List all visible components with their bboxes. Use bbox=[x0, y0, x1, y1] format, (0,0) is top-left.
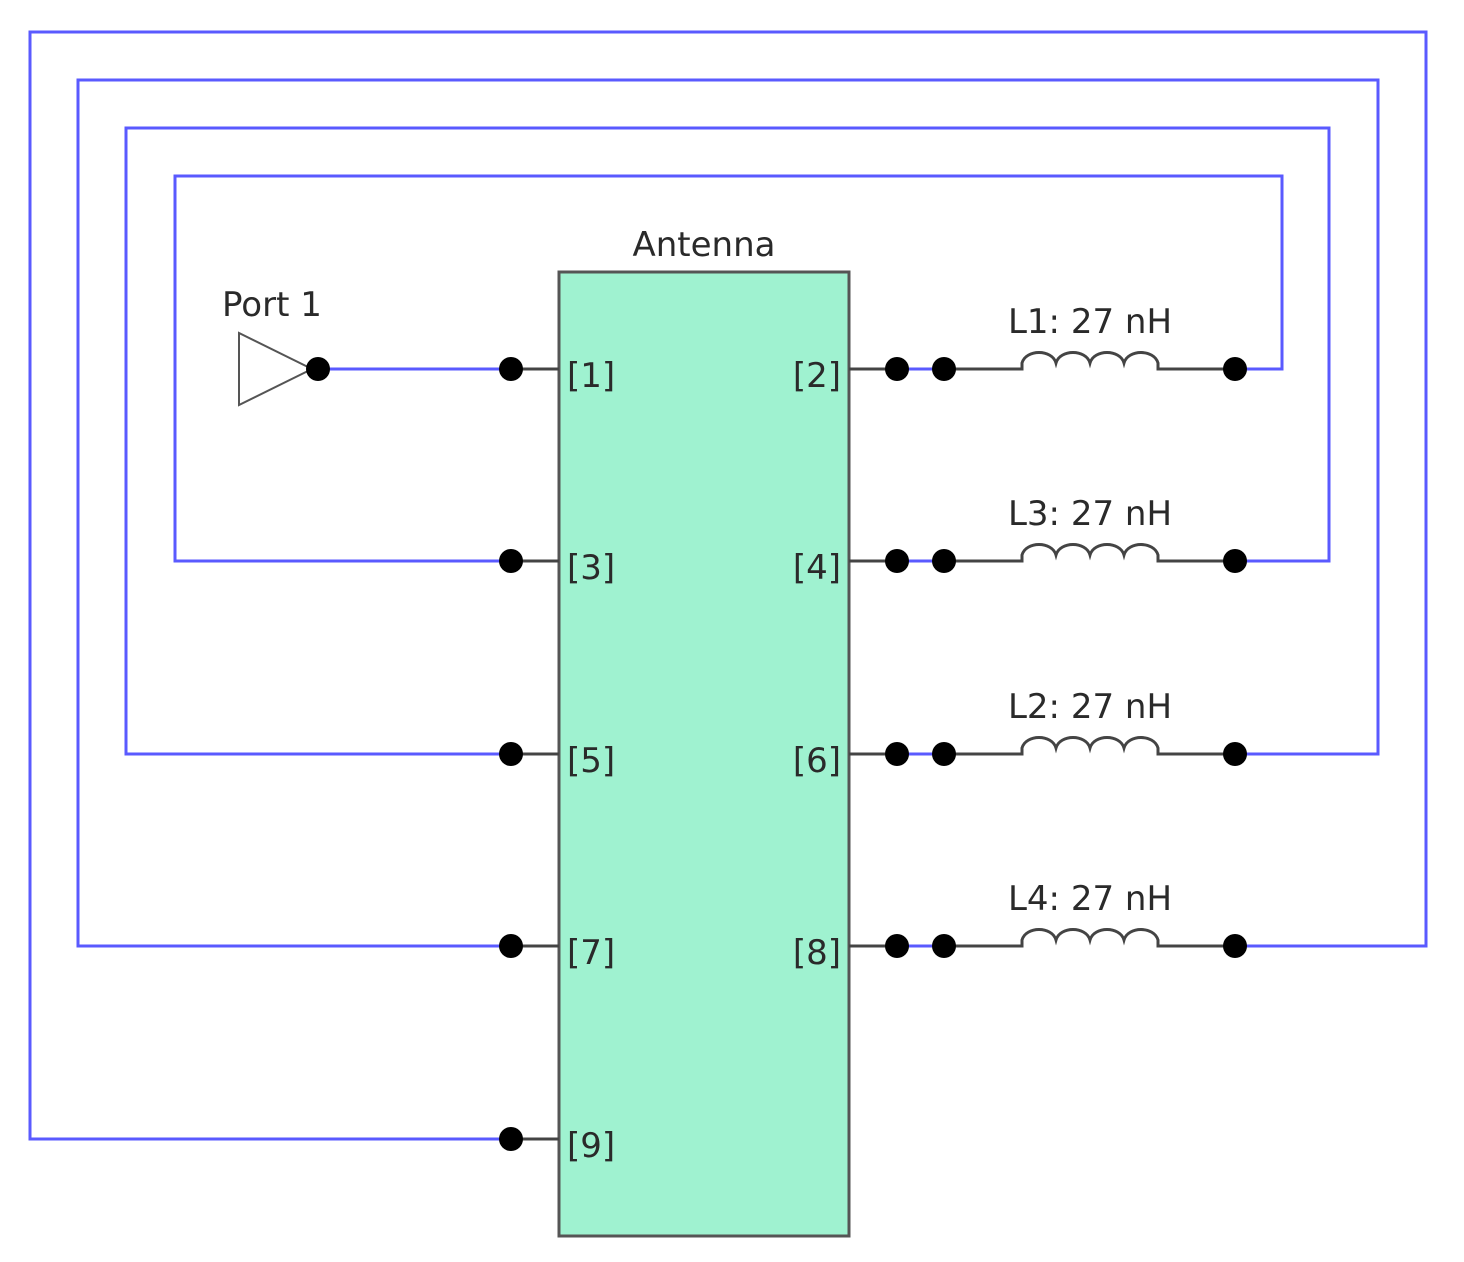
wire-loop-1 bbox=[173, 174, 1284, 563]
node[interactable] bbox=[1223, 549, 1247, 573]
node[interactable] bbox=[932, 934, 956, 958]
wire-loop-3 bbox=[76, 78, 1380, 948]
node[interactable] bbox=[885, 934, 909, 958]
node[interactable] bbox=[932, 357, 956, 381]
inductor-label: L3: 27 nH bbox=[1008, 494, 1172, 534]
node[interactable] bbox=[932, 742, 956, 766]
wire-loop-2 bbox=[124, 126, 1331, 756]
inductor-label: L4: 27 nH bbox=[1008, 879, 1172, 919]
pin-node[interactable] bbox=[499, 549, 523, 573]
junctions bbox=[306, 357, 1247, 1151]
pin-label: [5] bbox=[567, 741, 615, 781]
pin-label: [6] bbox=[793, 741, 841, 781]
pin-label: [2] bbox=[793, 356, 841, 396]
node[interactable] bbox=[1223, 934, 1247, 958]
antenna-block[interactable] bbox=[557, 270, 851, 1238]
inductor-coil-icon bbox=[944, 928, 1235, 948]
wire-loop-4 bbox=[28, 30, 1428, 1141]
inductor-1[interactable]: L1: 27 nH bbox=[897, 302, 1235, 371]
inductor-label: L2: 27 nH bbox=[1008, 687, 1172, 727]
node[interactable] bbox=[1223, 357, 1247, 381]
node[interactable] bbox=[885, 357, 909, 381]
inductor-label: L1: 27 nH bbox=[1008, 302, 1172, 342]
inductor-coil-icon bbox=[944, 736, 1235, 756]
wires bbox=[28, 30, 1428, 1141]
pins: [1] [2] [3] [4] [5] [6] [7] [8] [9] bbox=[511, 356, 897, 1166]
pin-label: [8] bbox=[793, 933, 841, 973]
inductor-3[interactable]: L2: 27 nH bbox=[897, 687, 1235, 756]
port-triangle-icon bbox=[238, 331, 315, 407]
pin-node[interactable] bbox=[499, 742, 523, 766]
pin-label: [3] bbox=[567, 548, 615, 588]
pin-label: [7] bbox=[567, 933, 615, 973]
antenna-label: Antenna bbox=[633, 225, 776, 265]
node[interactable] bbox=[1223, 742, 1247, 766]
inductors: L1: 27 nH L3: 27 nH L2: 27 nH L4: 27 nH bbox=[897, 302, 1235, 948]
pin-node[interactable] bbox=[499, 934, 523, 958]
port-1[interactable]: Port 1 bbox=[222, 285, 322, 407]
port-label: Port 1 bbox=[222, 285, 322, 325]
inductor-coil-icon bbox=[944, 351, 1235, 371]
pin-label: [4] bbox=[793, 548, 841, 588]
pin-label: [1] bbox=[567, 356, 615, 396]
inductor-coil-icon bbox=[944, 543, 1235, 563]
pin-node[interactable] bbox=[499, 357, 523, 381]
node[interactable] bbox=[885, 549, 909, 573]
pin-label: [9] bbox=[567, 1126, 615, 1166]
pin-node[interactable] bbox=[499, 1127, 523, 1151]
inductor-4[interactable]: L4: 27 nH bbox=[897, 879, 1235, 948]
node[interactable] bbox=[932, 549, 956, 573]
node[interactable] bbox=[885, 742, 909, 766]
port-node[interactable] bbox=[306, 357, 330, 381]
